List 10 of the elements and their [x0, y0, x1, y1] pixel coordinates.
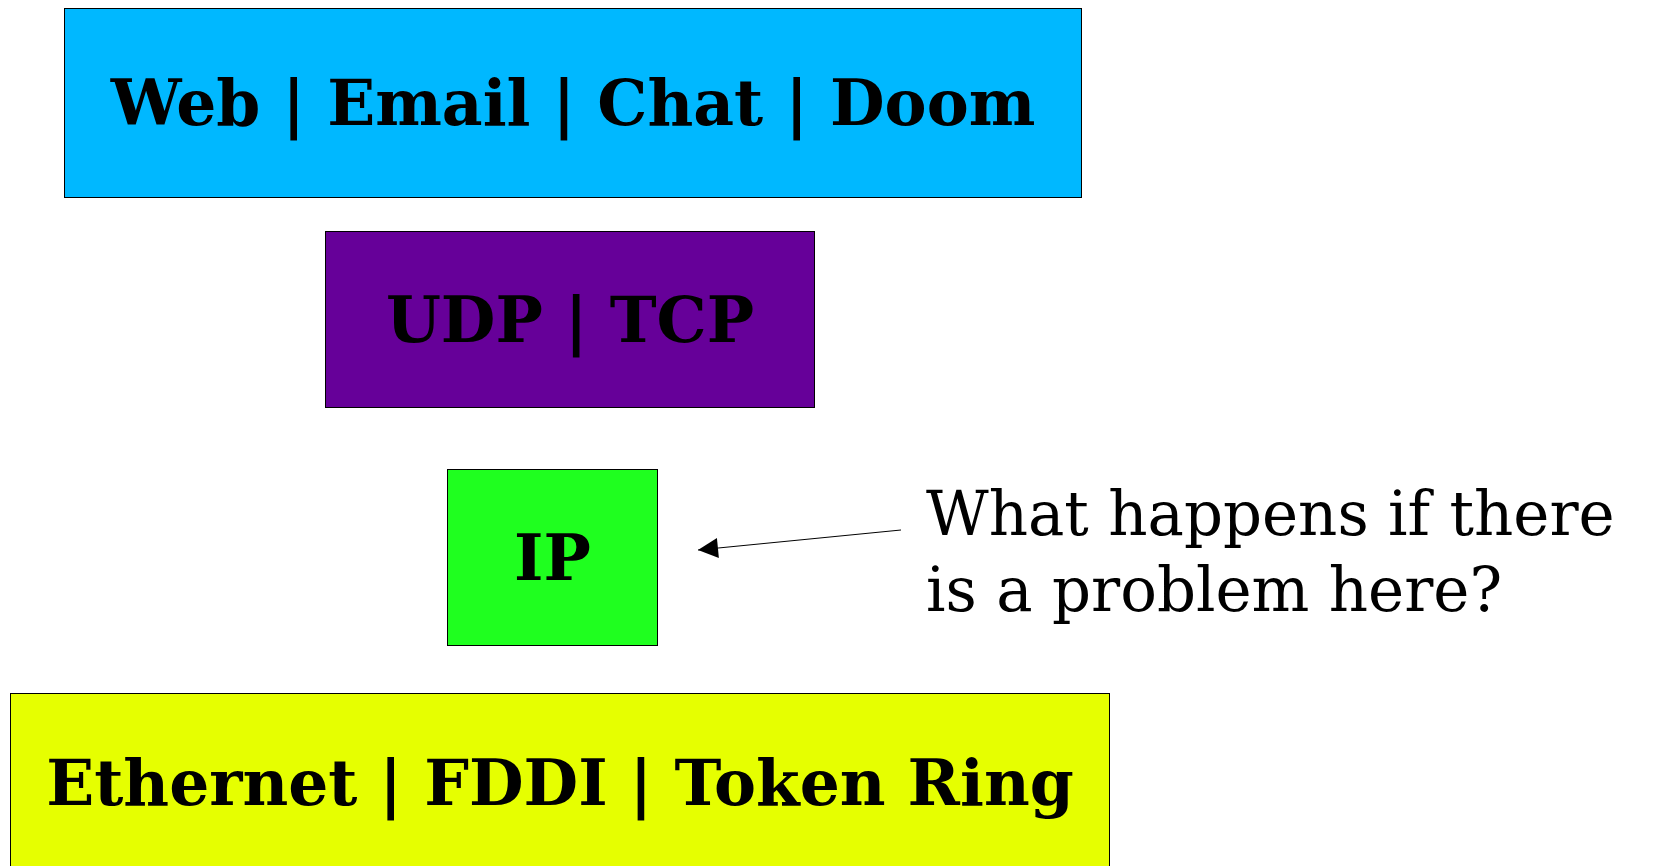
layer-label: Ethernet | FDDI | Token Ring — [46, 746, 1074, 820]
layer-box — [64, 8, 1082, 198]
note-text: What happens if there is a problem here? — [926, 477, 1616, 627]
layer-box — [447, 469, 658, 646]
layer-label: IP — [514, 520, 591, 595]
layer-box — [10, 693, 1110, 866]
layer-box — [325, 231, 815, 408]
layer-label: Web | Email | Chat | Doom — [110, 66, 1036, 140]
layer-label: UDP | TCP — [385, 282, 755, 357]
arrow — [697, 529, 902, 558]
